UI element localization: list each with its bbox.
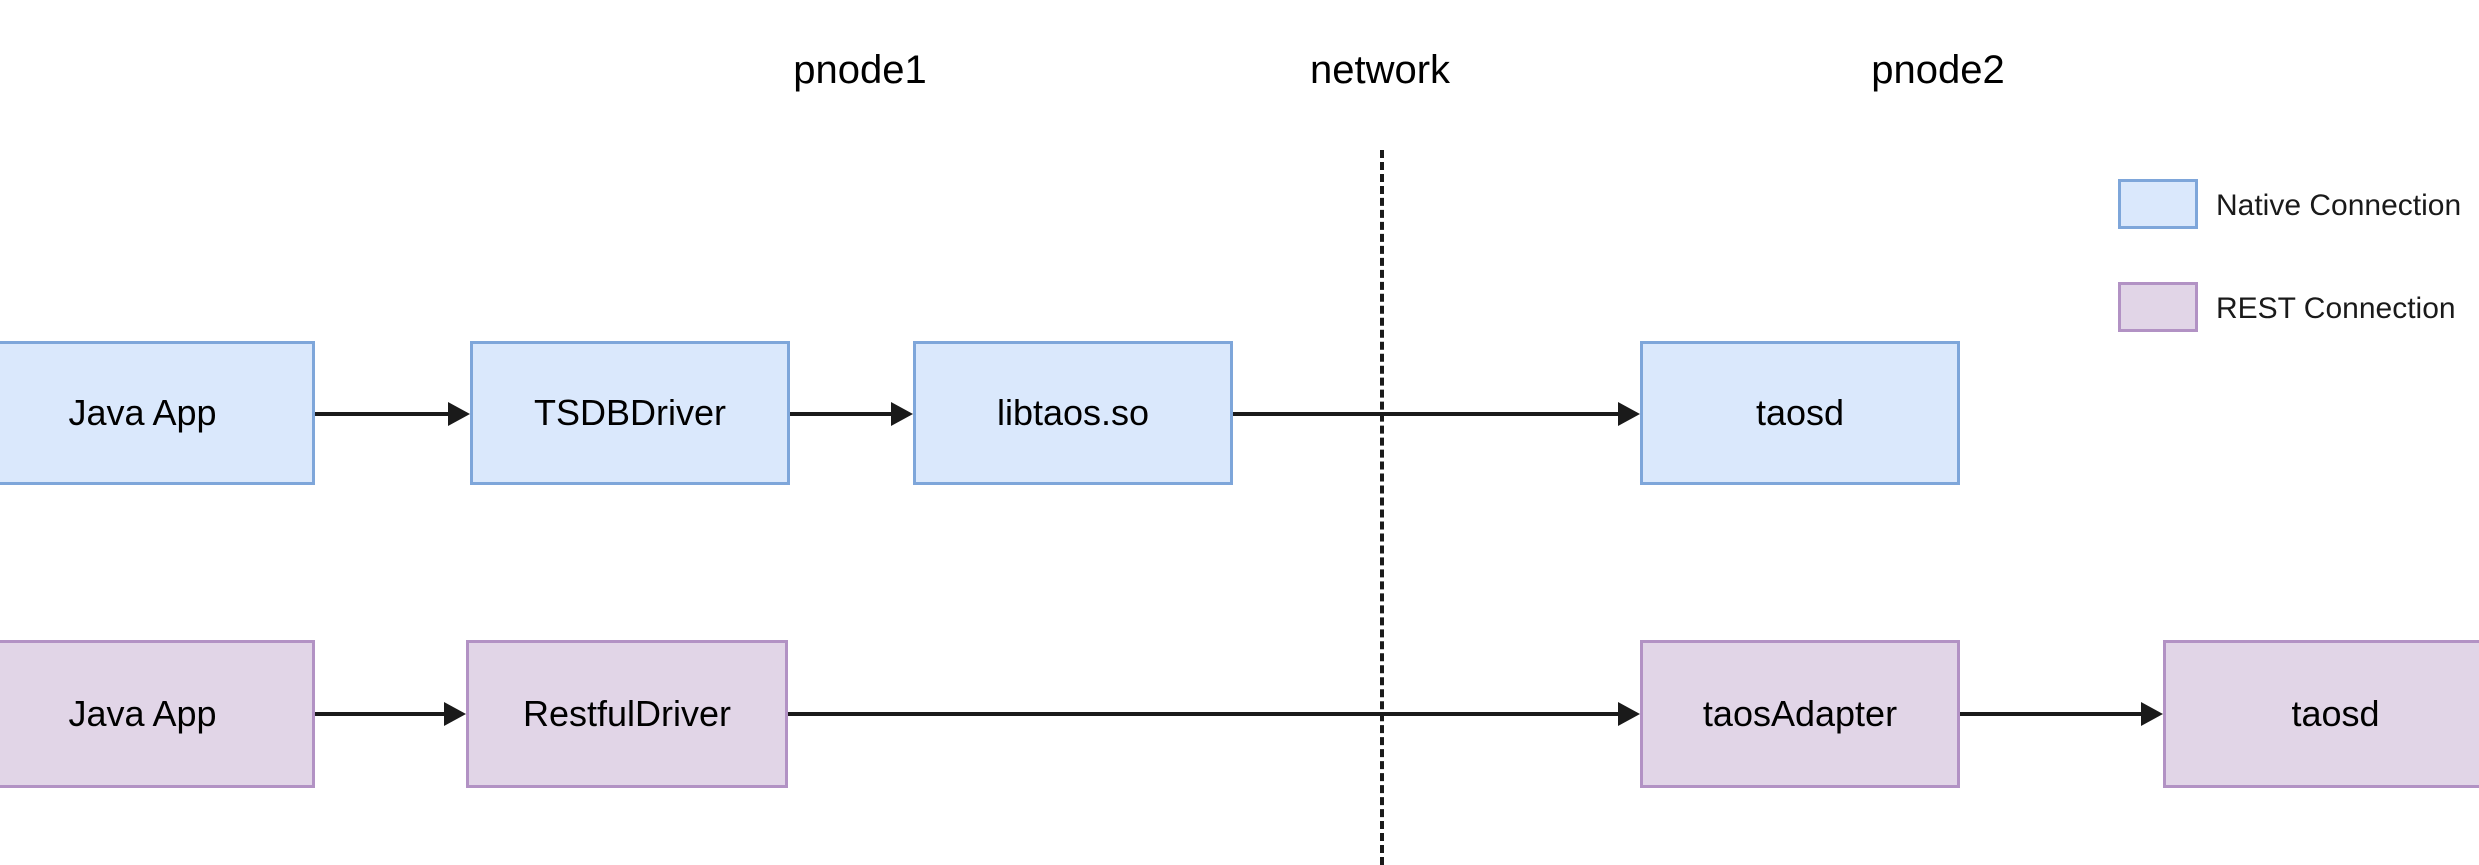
arrowhead-2-row-1	[2141, 702, 2163, 726]
column-label-pnode1: pnode1	[793, 48, 927, 92]
column-label-pnode2: pnode2	[1871, 48, 2005, 92]
node-label: Java App	[68, 693, 217, 734]
edge-libtaos-so-to-taosd	[1233, 412, 1622, 416]
legend-label-native: Native Connection	[2216, 189, 2462, 222]
edge-java-app-to-restfuldriver	[315, 712, 448, 716]
network-boundary	[1380, 150, 1384, 865]
node-label: Java App	[68, 392, 217, 433]
arrowhead-1-row-0	[891, 402, 913, 426]
node-taosd: taosd	[2163, 640, 2479, 788]
node-label: TSDBDriver	[533, 392, 726, 433]
node-restfuldriver: RestfulDriver	[466, 640, 788, 788]
node-label: RestfulDriver	[522, 693, 732, 734]
node-taosd: taosd	[1640, 341, 1960, 485]
node-java-app: Java App	[0, 640, 315, 788]
node-label: libtaos.so	[996, 392, 1150, 433]
node-label: taosAdapter	[1702, 693, 1898, 734]
node-taosadapter: taosAdapter	[1640, 640, 1960, 788]
edge-taosadapter-to-taosd	[1960, 712, 2145, 716]
arrowhead-1-row-1	[1618, 702, 1640, 726]
node-label: taosd	[2291, 693, 2380, 734]
column-label-network: network	[1309, 48, 1451, 92]
arrowhead-2-row-0	[1618, 402, 1640, 426]
legend-label-rest: REST Connection	[2216, 292, 2456, 325]
node-libtaos-so: libtaos.so	[913, 341, 1233, 485]
edge-tsdbdriver-to-libtaos-so	[790, 412, 895, 416]
edge-java-app-to-tsdbdriver	[315, 412, 452, 416]
edge-restfuldriver-to-taosadapter	[788, 712, 1622, 716]
node-tsdbdriver: TSDBDriver	[470, 341, 790, 485]
node-java-app: Java App	[0, 341, 315, 485]
arrowhead-0-row-1	[444, 702, 466, 726]
legend-swatch-rest	[2118, 282, 2198, 332]
arrowhead-0-row-0	[448, 402, 470, 426]
node-label: taosd	[1755, 392, 1845, 433]
legend-swatch-native	[2118, 179, 2198, 229]
